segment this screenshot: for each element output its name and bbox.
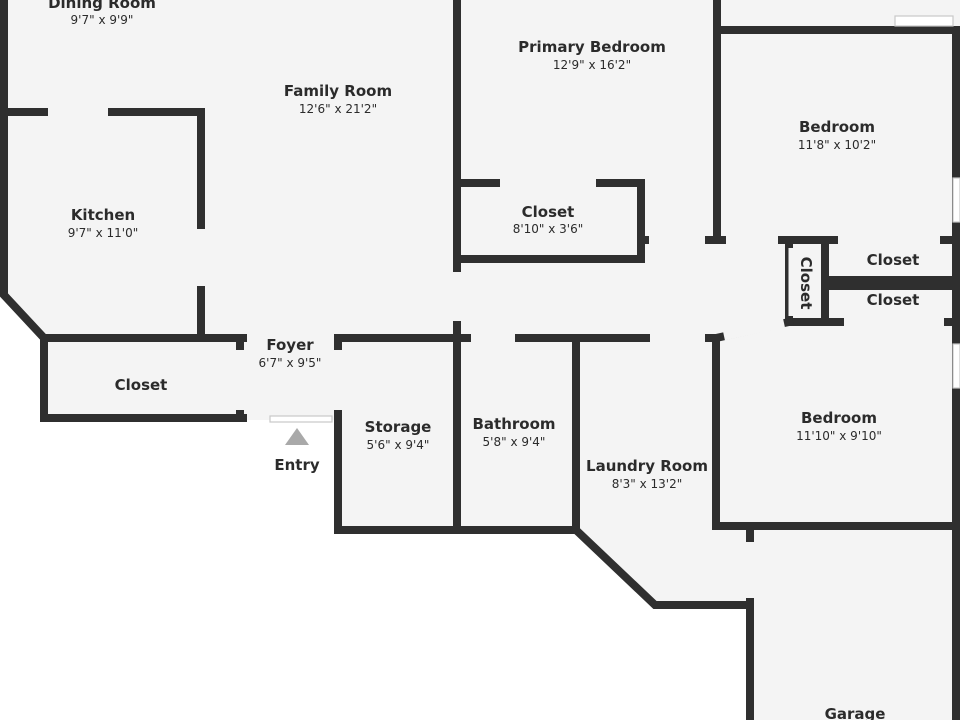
primary-closet-dims: 8'10" x 3'6" — [513, 222, 584, 236]
room-labels: Dining Room 9'7" x 9'9" Family Room 12'6… — [48, 0, 919, 720]
dining-room-dims: 9'7" x 9'9" — [71, 13, 134, 27]
window-entry — [269, 415, 333, 423]
bedroom-2-name: Bedroom — [801, 409, 877, 427]
laundry-room-dims: 8'3" x 13'2" — [612, 477, 683, 491]
windows — [269, 15, 960, 423]
foyer-dims: 6'7" x 9'5" — [259, 356, 322, 370]
bathroom-name: Bathroom — [472, 415, 555, 433]
floor-garage — [750, 530, 960, 720]
wall-bedroom2 — [712, 334, 960, 530]
entry-label: Entry — [274, 456, 319, 474]
bedroom-1-name: Bedroom — [799, 118, 875, 136]
window-right-bedroom1 — [952, 177, 960, 223]
bedroom-1-dims: 11'8" x 10'2" — [798, 138, 876, 152]
foyer-name: Foyer — [266, 336, 314, 354]
storage-name: Storage — [365, 418, 432, 436]
foyer-closet-name: Closet — [115, 376, 168, 394]
primary-closet-name: Closet — [522, 203, 575, 221]
family-room-dims: 12'6" x 21'2" — [299, 102, 377, 116]
openings — [235, 178, 944, 598]
hall-closet-vertical-name: Closet — [797, 257, 815, 310]
dining-room-name: Dining Room — [48, 0, 156, 12]
entry-marker: Entry — [274, 428, 320, 474]
wall-laundry-bevel — [570, 524, 754, 609]
door-bedroom-2 — [723, 318, 785, 341]
garage-name: Garage — [825, 705, 886, 720]
family-room-name: Family Room — [284, 82, 392, 100]
bedroom-2-dims: 11'10" x 9'10" — [796, 429, 882, 443]
kitchen-name: Kitchen — [71, 206, 135, 224]
primary-bedroom-name: Primary Bedroom — [518, 38, 666, 56]
entry-arrow-icon — [285, 428, 309, 445]
laundry-room-name: Laundry Room — [586, 457, 708, 475]
bathroom-dims: 5'8" x 9'4" — [483, 435, 546, 449]
kitchen-dims: 9'7" x 11'0" — [68, 226, 139, 240]
window-top-right — [894, 15, 954, 27]
window-right-bedroom2 — [952, 343, 960, 389]
wall-kitchen-top-right — [108, 108, 205, 229]
primary-bedroom-dims: 12'9" x 16'2" — [553, 58, 631, 72]
storage-dims: 5'6" x 9'4" — [367, 438, 430, 452]
closet-upper-right-name: Closet — [867, 251, 920, 269]
closet-lower-right-name: Closet — [867, 291, 920, 309]
